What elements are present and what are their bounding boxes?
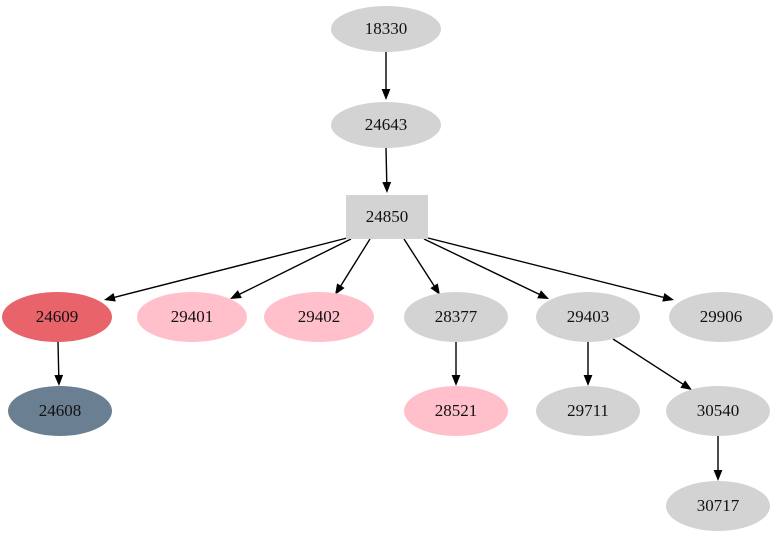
edge-line	[427, 237, 665, 299]
graph-edge	[583, 342, 593, 386]
edge-arrowhead	[451, 375, 461, 386]
graph-edge	[713, 436, 723, 481]
node-ellipse-24609[interactable]	[2, 292, 112, 342]
node-ellipse-18330[interactable]	[331, 6, 441, 52]
edge-line	[403, 238, 436, 288]
graph-node-29401[interactable]: 29401	[137, 292, 247, 342]
edge-line	[339, 238, 371, 288]
graph-node-24850[interactable]: 24850	[346, 195, 428, 239]
graph-edge	[54, 341, 64, 386]
graph-node-28521[interactable]: 28521	[404, 386, 508, 436]
node-rect-24850[interactable]	[346, 195, 428, 239]
edge-arrowhead	[104, 293, 116, 302]
node-ellipse-28521[interactable]	[404, 386, 508, 436]
graph-node-18330[interactable]: 18330	[331, 6, 441, 52]
graph-node-24608[interactable]: 24608	[8, 386, 112, 436]
edge-line	[57, 341, 60, 377]
edge-line	[385, 147, 388, 184]
node-ellipse-29402[interactable]	[264, 292, 374, 342]
node-ellipse-30540[interactable]	[666, 386, 770, 436]
edge-arrowhead	[583, 375, 593, 386]
node-ellipse-24608[interactable]	[8, 386, 112, 436]
graph-node-24643[interactable]: 24643	[331, 102, 441, 148]
node-ellipse-28377[interactable]	[404, 292, 508, 342]
edge-arrowhead	[381, 89, 391, 100]
nodes-layer: 18330 24643 24850 24609 29401 29402 28377 29403…	[2, 6, 773, 531]
edge-arrowhead	[382, 181, 392, 193]
node-ellipse-30717[interactable]	[666, 481, 770, 531]
graph-node-29906[interactable]: 29906	[669, 292, 773, 342]
edge-arrowhead	[713, 470, 723, 481]
edge-line	[238, 238, 352, 296]
edge-arrowhead	[54, 374, 64, 386]
node-ellipse-29906[interactable]	[669, 292, 773, 342]
edge-arrowhead	[335, 283, 345, 295]
graph-node-29403[interactable]: 29403	[536, 292, 640, 342]
graph-node-29711[interactable]: 29711	[536, 386, 640, 436]
node-ellipse-29711[interactable]	[536, 386, 640, 436]
edge-arrowhead	[537, 290, 549, 299]
edge-line	[423, 238, 541, 296]
graph-edge	[230, 238, 352, 299]
graph-edge	[335, 238, 371, 295]
graph-edge	[423, 238, 549, 299]
edge-arrowhead	[662, 293, 674, 302]
graph-edge	[451, 342, 461, 386]
graph-edge	[403, 238, 440, 295]
graph-node-24609[interactable]: 24609	[2, 292, 112, 342]
edge-line	[612, 338, 685, 386]
graph-node-28377[interactable]: 28377	[404, 292, 508, 342]
edge-line	[113, 237, 348, 299]
edges-layer	[54, 52, 723, 481]
node-ellipse-29403[interactable]	[536, 292, 640, 342]
graph-node-30540[interactable]: 30540	[666, 386, 770, 436]
graph-edge	[104, 237, 348, 302]
node-ellipse-24643[interactable]	[331, 102, 441, 148]
edge-arrowhead	[230, 290, 242, 299]
graph-node-30717[interactable]: 30717	[666, 481, 770, 531]
graph-edge	[382, 147, 392, 193]
graph-edge	[612, 338, 692, 390]
edge-arrowhead	[680, 380, 692, 390]
graph-edge	[427, 237, 674, 302]
graph-edge	[381, 52, 391, 100]
graph-node-29402[interactable]: 29402	[264, 292, 374, 342]
edge-arrowhead	[430, 283, 440, 295]
node-ellipse-29401[interactable]	[137, 292, 247, 342]
